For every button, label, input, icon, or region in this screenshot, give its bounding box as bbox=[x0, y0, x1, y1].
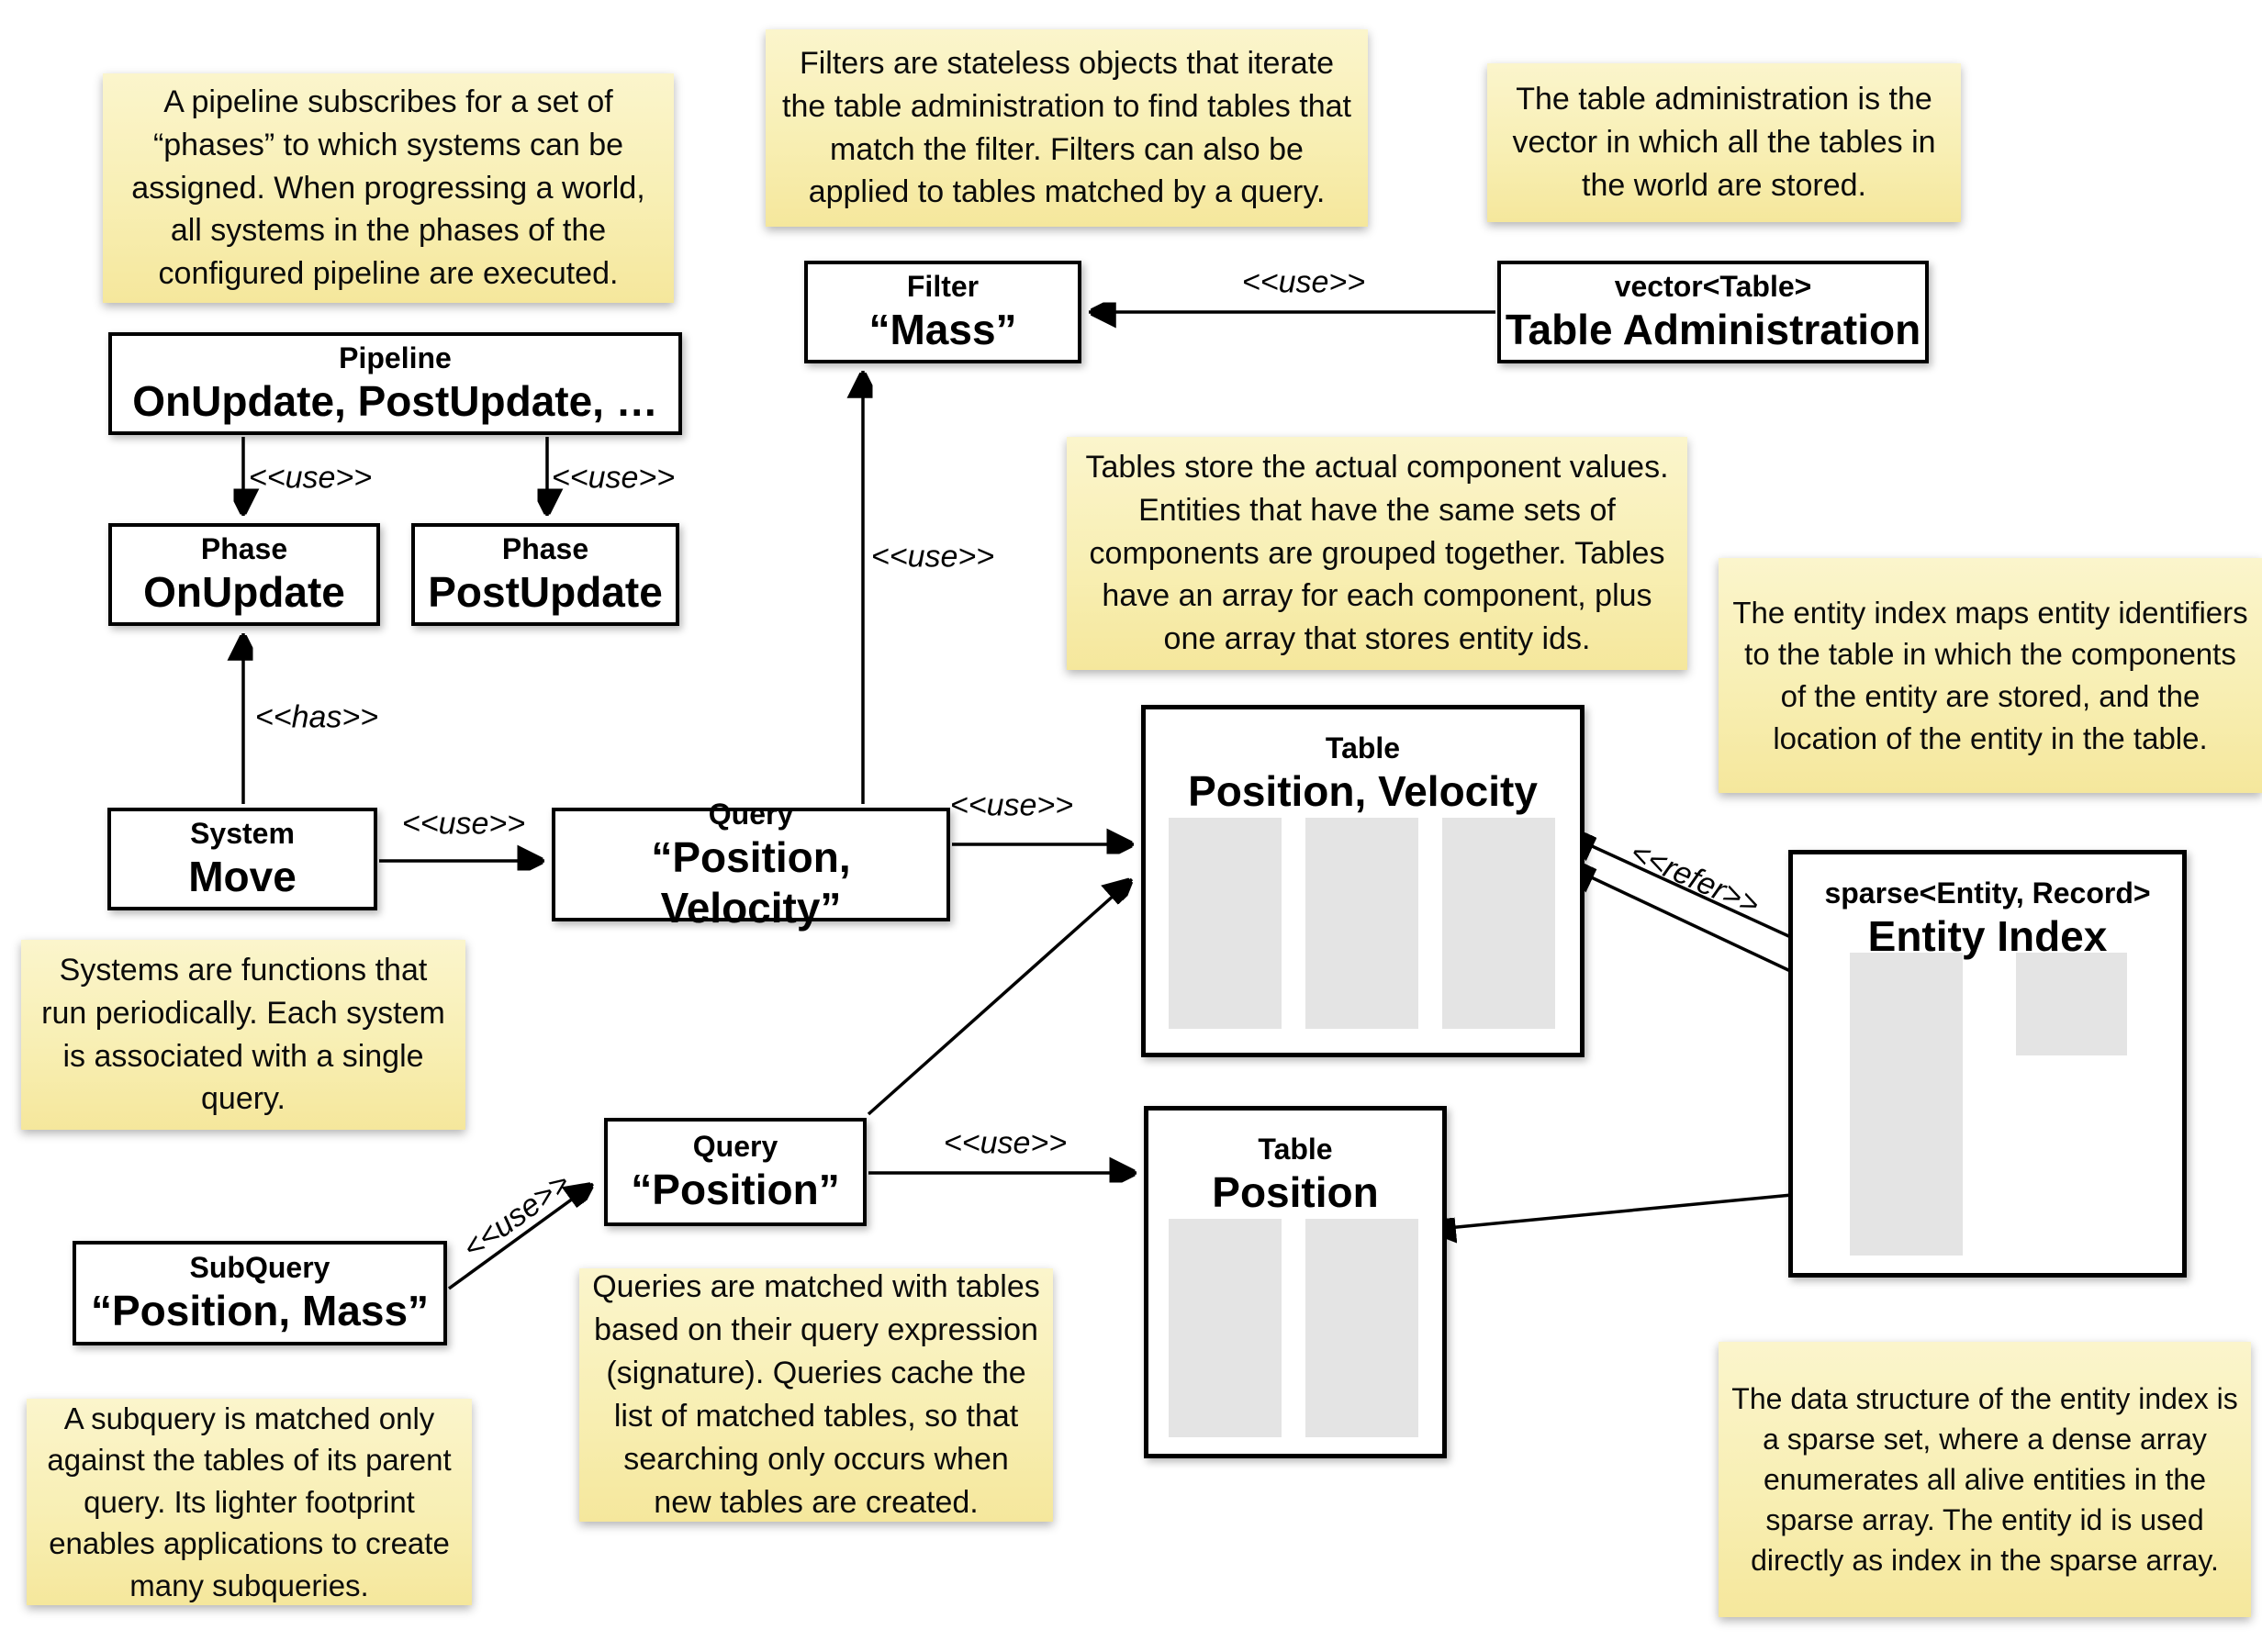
edge-label-use: <<use>> bbox=[949, 787, 1074, 823]
node-title: Query bbox=[692, 1130, 778, 1164]
node-value: PostUpdate bbox=[428, 568, 663, 617]
node-title: Table bbox=[1325, 731, 1401, 765]
node-value: Table Administration bbox=[1505, 306, 1921, 354]
note-pipeline: A pipeline subscribes for a set of “phas… bbox=[103, 73, 674, 303]
node-entity-index: sparse<Entity, Record> Entity Index bbox=[1788, 850, 2187, 1278]
component-array-column bbox=[1169, 1219, 1282, 1437]
node-title: Table bbox=[1258, 1133, 1333, 1166]
sparse-array-column bbox=[1850, 953, 1963, 1256]
node-subquery-position-mass: SubQuery “Position, Mass” bbox=[73, 1241, 447, 1345]
note-sparse-set: The data structure of the entity index i… bbox=[1719, 1342, 2251, 1617]
node-title: SubQuery bbox=[189, 1251, 330, 1285]
edge-label-use: <<use>> bbox=[1241, 264, 1366, 300]
edge-label-use: <<use>> bbox=[943, 1125, 1068, 1161]
node-pipeline: Pipeline OnUpdate, PostUpdate, … bbox=[108, 332, 682, 435]
node-title: Filter bbox=[906, 270, 980, 304]
node-table-administration: vector<Table> Table Administration bbox=[1497, 261, 1929, 363]
edge-label-use: <<use>> bbox=[456, 1165, 577, 1267]
component-array-column bbox=[1169, 818, 1282, 1029]
node-value: Position, Velocity bbox=[1188, 767, 1538, 815]
entity-id-array-column bbox=[1305, 1219, 1418, 1437]
node-title: Phase bbox=[200, 532, 288, 566]
node-value: “Position” bbox=[631, 1166, 840, 1214]
node-title: Phase bbox=[501, 532, 589, 566]
node-value: OnUpdate, PostUpdate, … bbox=[132, 377, 658, 426]
node-query-position-velocity: Query “Position, Velocity” bbox=[552, 798, 950, 932]
node-value: “Mass” bbox=[868, 306, 1017, 354]
node-phase-postupdate: Phase PostUpdate bbox=[411, 523, 679, 626]
component-array-column bbox=[1305, 818, 1418, 1029]
node-value: “Position, Mass” bbox=[90, 1287, 430, 1335]
edge-label-use: <<use>> bbox=[551, 460, 676, 496]
node-system-move: System Move bbox=[107, 808, 377, 910]
note-table-administration: The table administration is the vector i… bbox=[1487, 63, 1961, 222]
edge-label-use: <<use>> bbox=[248, 460, 373, 496]
edge-label-refer: <<refer>> bbox=[1625, 834, 1765, 923]
node-value: Entity Index bbox=[1867, 912, 2108, 960]
node-title: vector<Table> bbox=[1614, 270, 1812, 304]
edge-label-use: <<use>> bbox=[870, 539, 995, 575]
edge-label-has: <<has>> bbox=[254, 699, 379, 735]
entity-id-array-column bbox=[1442, 818, 1555, 1029]
edge-label-use: <<use>> bbox=[401, 806, 526, 842]
note-entity-index: The entity index maps entity identifiers… bbox=[1719, 558, 2262, 793]
note-subquery: A subquery is matched only against the t… bbox=[27, 1399, 472, 1605]
node-value: OnUpdate bbox=[143, 568, 345, 617]
dense-array-block bbox=[2016, 953, 2127, 1055]
node-phase-onupdate: Phase OnUpdate bbox=[108, 523, 380, 626]
note-queries: Queries are matched with tables based on… bbox=[579, 1268, 1053, 1522]
note-filters: Filters are stateless objects that itera… bbox=[766, 29, 1368, 227]
node-filter-mass: Filter “Mass” bbox=[804, 261, 1081, 363]
node-title: sparse<Entity, Record> bbox=[1824, 876, 2151, 910]
node-query-position: Query “Position” bbox=[604, 1118, 867, 1226]
node-title: System bbox=[190, 817, 295, 851]
node-title: Pipeline bbox=[339, 341, 452, 375]
node-value: Move bbox=[188, 853, 297, 901]
note-systems: Systems are functions that run periodica… bbox=[21, 940, 465, 1130]
node-value: Position bbox=[1212, 1168, 1379, 1216]
node-table-position: Table Position bbox=[1144, 1106, 1447, 1458]
node-value: “Position, Velocity” bbox=[651, 832, 851, 932]
node-title: Query bbox=[708, 797, 794, 831]
node-table-position-velocity: Table Position, Velocity bbox=[1141, 705, 1585, 1057]
edge-index-to-table-p bbox=[1428, 1188, 1850, 1230]
note-tables: Tables store the actual component values… bbox=[1067, 437, 1687, 670]
